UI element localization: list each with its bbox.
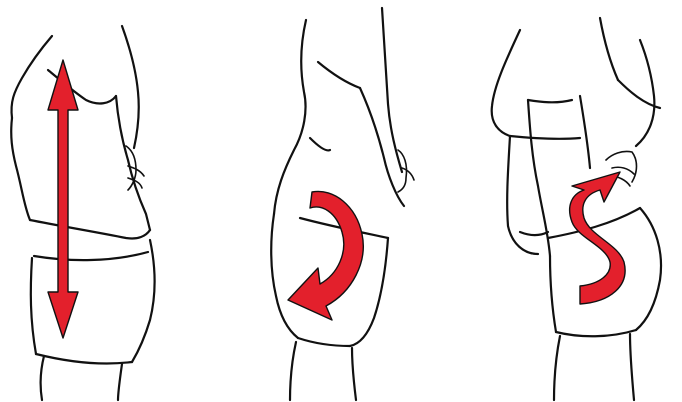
panel-3 — [492, 18, 661, 400]
panel-2 — [271, 8, 414, 400]
panel-1 — [11, 26, 154, 400]
figure-1 — [11, 26, 154, 400]
vertical-double-arrow-icon — [48, 60, 78, 338]
counterclockwise-curved-arrow-icon — [288, 191, 363, 320]
clockwise-curved-arrow-icon — [570, 172, 625, 304]
